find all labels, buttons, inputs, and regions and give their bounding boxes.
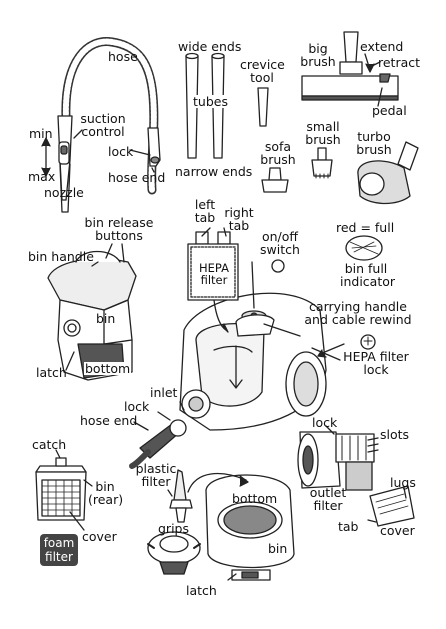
foam-filter-badge: foam filter (40, 534, 78, 566)
label-turbo-brush: turbo brush (356, 129, 392, 157)
bin-full-indicator-illustration (345, 235, 383, 261)
label-extend: extend (360, 39, 404, 54)
label-suction-control: suction control (80, 111, 126, 139)
label-on-off-switch: on/off switch (260, 229, 300, 257)
label-lock-hose: lock (108, 144, 134, 159)
label-catch: catch (32, 437, 67, 452)
hose-end-inlet-illustration (129, 419, 187, 469)
label-wide-ends: wide ends (178, 39, 242, 54)
label-hepa-filter-lock: HEPA filter lock (343, 349, 409, 377)
on-off-switch-illustration (271, 259, 285, 273)
label-right-tab: right tab (224, 205, 254, 233)
label-narrow-ends: narrow ends (175, 164, 253, 179)
label-lugs: lugs (390, 475, 416, 490)
big-brush-illustration (301, 31, 399, 101)
label-bin-top: bin (96, 311, 116, 326)
label-sofa-brush: sofa brush (260, 139, 296, 167)
grips-illustration (147, 531, 201, 575)
label-lock-outlet: lock (312, 415, 338, 430)
label-cover-right: cover (380, 523, 415, 538)
vacuum-body-illustration (179, 292, 327, 431)
label-bin-release-buttons: bin release buttons (84, 215, 154, 243)
label-nozzle: nozzle (44, 185, 84, 200)
crevice-tool-illustration (257, 87, 269, 127)
label-cover-left: cover (82, 529, 117, 544)
label-small-brush: small brush (305, 119, 341, 147)
plastic-filter-illustration (169, 469, 193, 523)
label-bin-rear: bin (rear) (88, 479, 124, 507)
hose-illustration (57, 37, 161, 213)
label-hepa-filter-panel: HEPA filter (199, 261, 229, 287)
label-crevice-tool: crevice tool (240, 57, 285, 85)
label-bin-full-indicator: bin full indicator (340, 261, 396, 289)
arrow-min-max (41, 137, 51, 177)
label-grips: grips (158, 521, 189, 536)
small-brush-illustration (311, 147, 333, 179)
label-tab: tab (338, 519, 359, 534)
label-latch-bottom: latch (186, 583, 217, 598)
label-tubes: tubes (193, 94, 228, 109)
label-inlet: inlet (150, 385, 178, 400)
label-slots: slots (380, 427, 410, 442)
label-carrying-handle: carrying handle and cable rewind (304, 299, 412, 327)
label-foam-filter: foam filter (43, 536, 75, 564)
label-bottom-center: bottom (232, 491, 278, 506)
bin-rear-illustration (35, 457, 87, 521)
label-lock-inlet: lock (124, 399, 150, 414)
label-min: min (29, 126, 53, 141)
label-big-brush: big brush (300, 41, 336, 69)
label-pedal: pedal (372, 103, 407, 118)
label-max: max (28, 169, 56, 184)
label-hose: hose (108, 49, 138, 64)
turbo-brush-illustration (357, 141, 419, 205)
label-hose-end-inlet: hose end (80, 413, 138, 428)
label-outlet-filter: outlet filter (309, 485, 347, 513)
label-plastic-filter: plastic filter (135, 461, 177, 489)
label-red-full: red = full (336, 220, 395, 235)
label-retract: retract (378, 55, 421, 70)
label-latch-left: latch (36, 365, 67, 380)
label-bin-handle: bin handle (28, 249, 94, 264)
label-bin-center: bin (268, 541, 288, 556)
bin-illustration-center (205, 474, 295, 581)
outlet-filter-illustration (297, 431, 415, 527)
label-hose-end-top: hose end (108, 170, 166, 185)
sofa-brush-illustration (261, 167, 289, 193)
hepa-filter-panel-illustration (187, 231, 239, 301)
label-bottom-left: bottom (84, 361, 132, 376)
label-left-tab: left tab (194, 197, 216, 225)
